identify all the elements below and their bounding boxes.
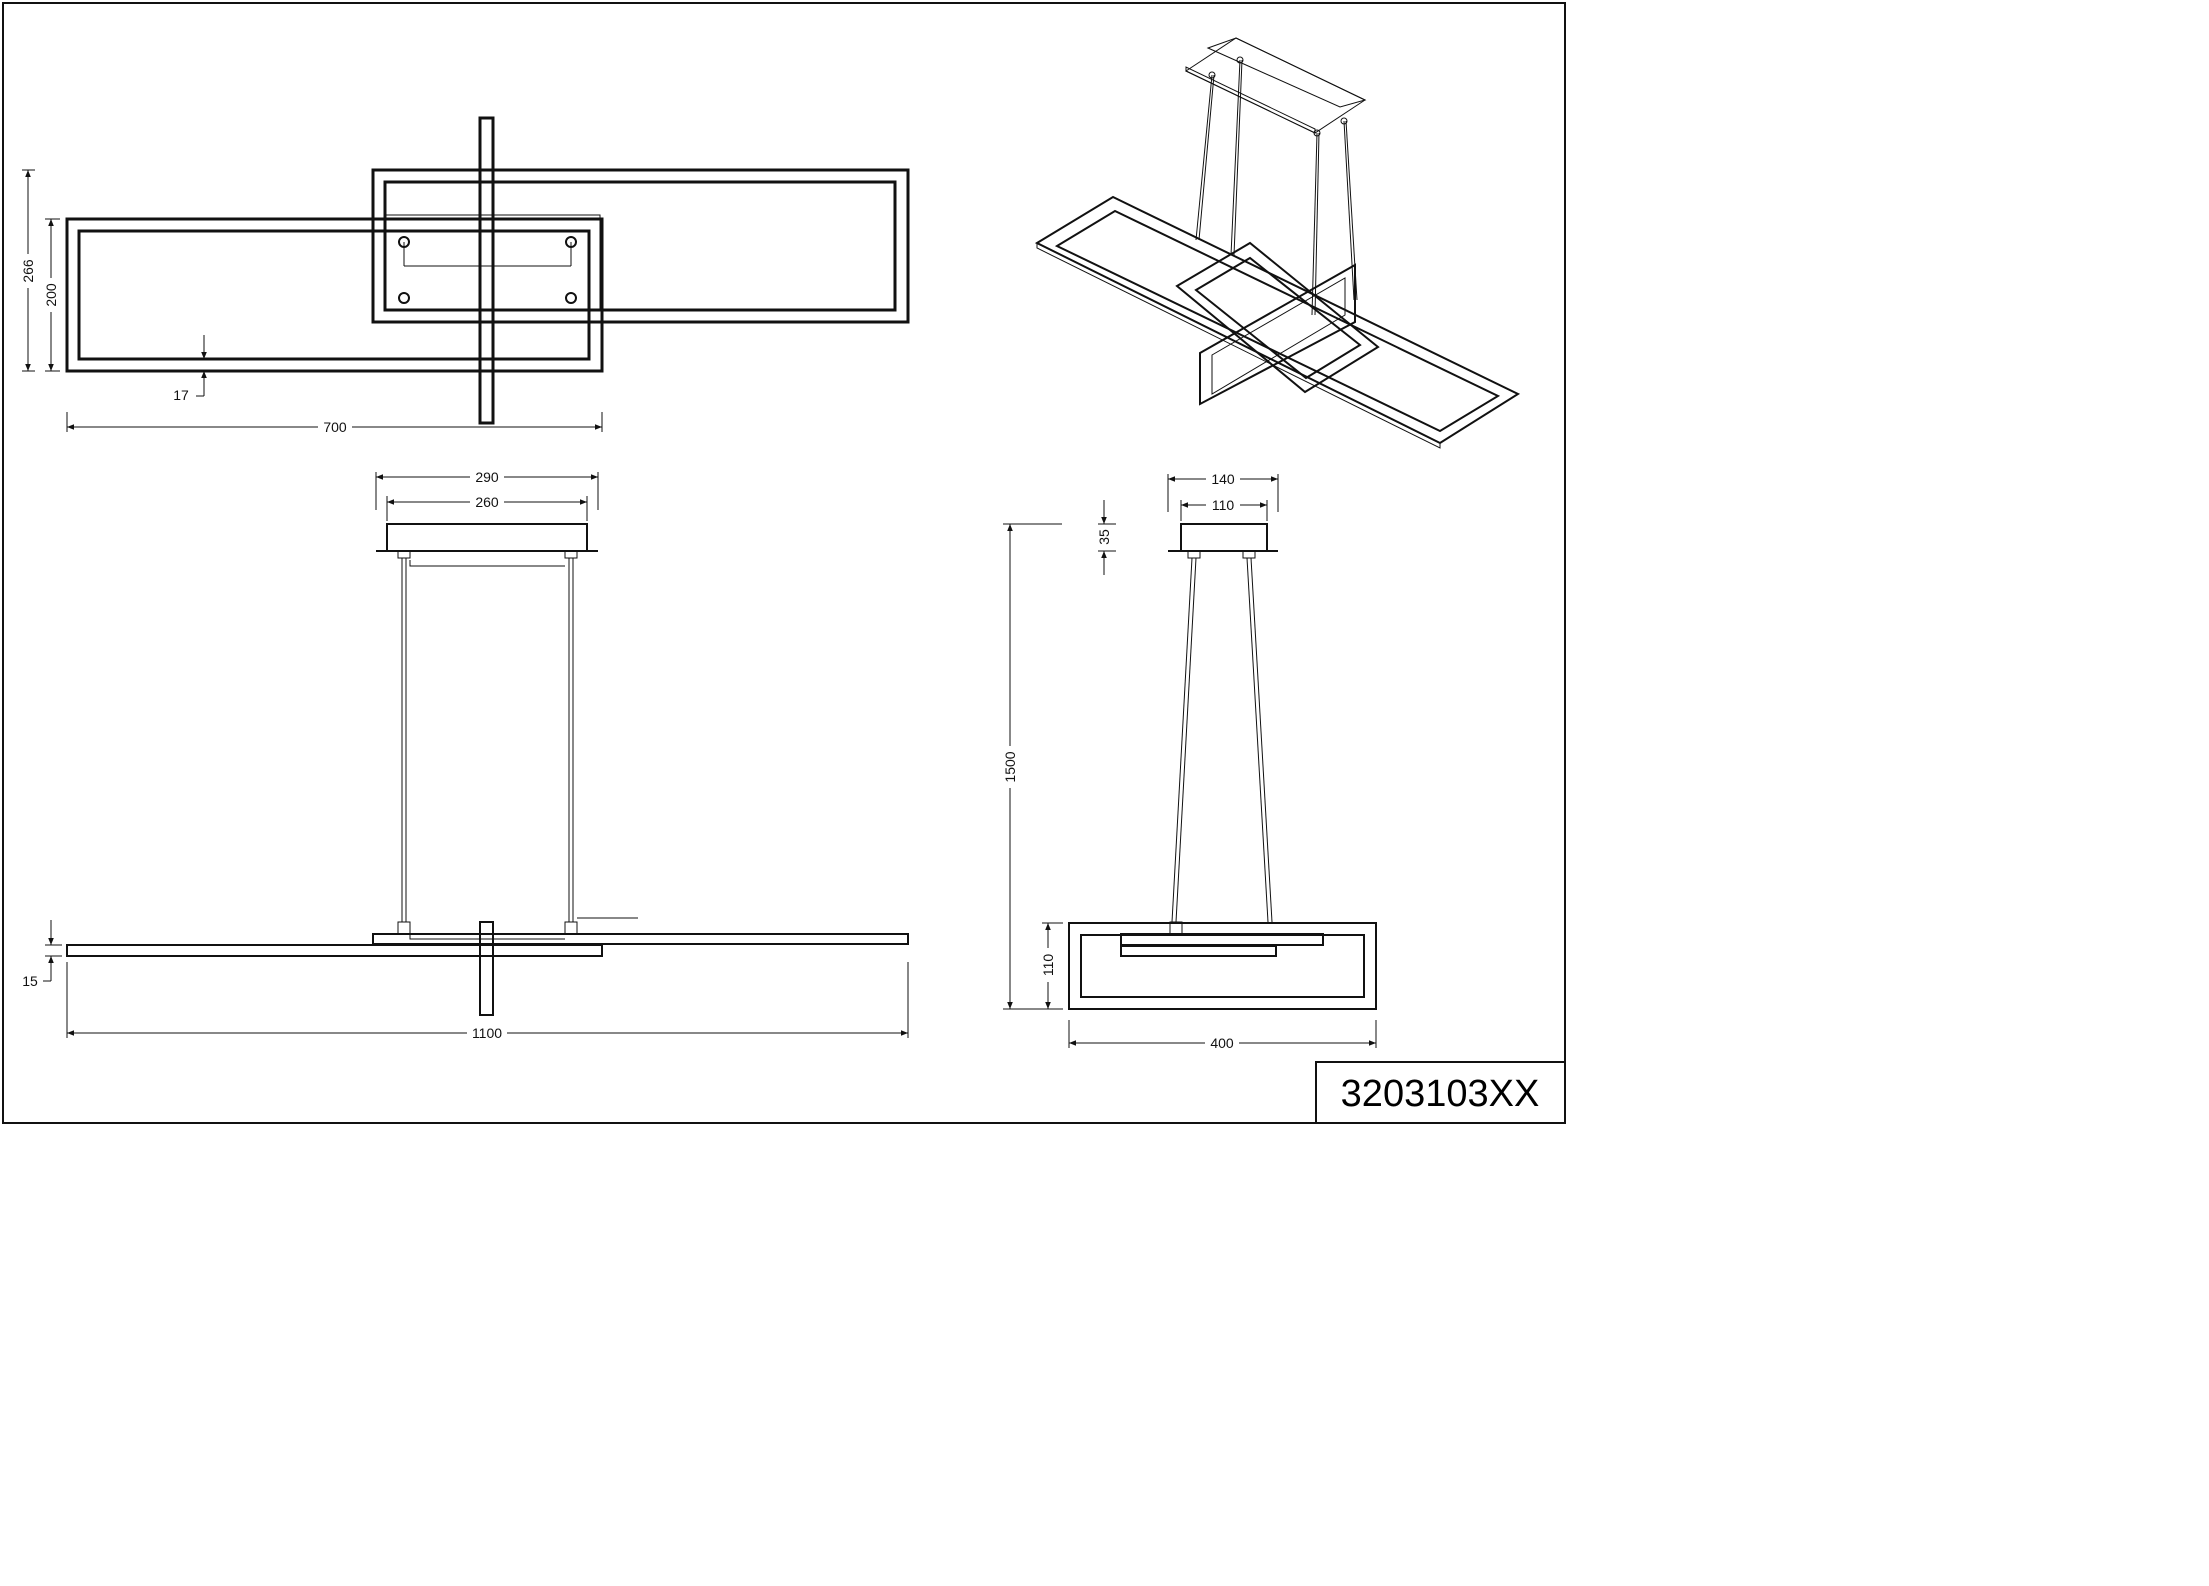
side-view-frame [1068, 922, 1377, 1010]
side-view-canopy [1180, 523, 1268, 552]
technical-drawing-sheet: 266 200 17 700 [2, 2, 1566, 1124]
iso-frame-long [1034, 195, 1521, 449]
iso-frame-short [1175, 241, 1380, 394]
dim-top-frame-width: 700 [66, 412, 603, 436]
svg-text:290: 290 [475, 469, 499, 485]
svg-text:400: 400 [1210, 1035, 1234, 1051]
svg-text:260: 260 [475, 494, 499, 510]
dim-front-canopy-mount: 260 [386, 493, 588, 521]
svg-text:700: 700 [323, 419, 347, 435]
top-view: 266 200 17 700 [17, 116, 910, 436]
top-view-mounting-points [398, 236, 577, 304]
dim-top-total-height: 266 [17, 169, 39, 372]
front-view-vertical-bar [479, 921, 494, 1016]
iso-vertical-bar [1199, 263, 1356, 406]
svg-text:200: 200 [43, 283, 59, 307]
svg-text:35: 35 [1096, 529, 1112, 545]
dim-side-frame-width: 400 [1068, 1020, 1377, 1052]
dim-top-frame-height: 200 [40, 218, 62, 372]
article-number: 3203103XX [1341, 1073, 1540, 1115]
dim-front-total-length: 1100 [66, 962, 909, 1042]
dim-front-canopy-width: 290 [375, 468, 599, 510]
iso-suspension-cables [1195, 59, 1358, 316]
svg-text:15: 15 [22, 973, 38, 989]
isometric-view [1034, 37, 1521, 449]
dim-side-frame-height: 110 [1037, 922, 1063, 1010]
dim-front-bar-thickness: 15 [22, 920, 62, 989]
side-view-cables [1171, 550, 1273, 923]
front-view-cables [397, 550, 638, 940]
svg-text:110: 110 [1212, 497, 1235, 513]
front-view-lower-bar [66, 944, 603, 957]
svg-text:1500: 1500 [1002, 751, 1018, 782]
top-view-frame-right [371, 168, 910, 324]
svg-text:140: 140 [1211, 471, 1235, 487]
svg-text:1100: 1100 [472, 1025, 502, 1041]
front-view-canopy [386, 523, 588, 552]
front-view-upper-bar [372, 933, 909, 945]
svg-text:266: 266 [20, 259, 36, 283]
top-view-frame-left [65, 217, 604, 373]
side-view-inner-bars [1120, 921, 1324, 957]
top-view-vertical-bar [478, 116, 495, 425]
front-view: 290 260 15 1100 [22, 468, 909, 1042]
side-view: 140 110 35 1500 [999, 470, 1377, 1052]
iso-canopy [1184, 37, 1367, 137]
svg-text:110: 110 [1040, 954, 1056, 977]
svg-text:17: 17 [173, 387, 189, 403]
dim-side-canopy-height: 35 [1094, 500, 1116, 575]
dim-top-frame-profile: 17 [173, 335, 207, 403]
sheet-border [2, 2, 1566, 1124]
title-block: 3203103XX [1315, 1061, 1566, 1124]
dim-side-total-height: 1500 [999, 523, 1062, 1010]
dim-side-canopy-depth: 140 [1167, 470, 1279, 512]
dim-side-canopy-mount: 110 [1180, 496, 1268, 521]
